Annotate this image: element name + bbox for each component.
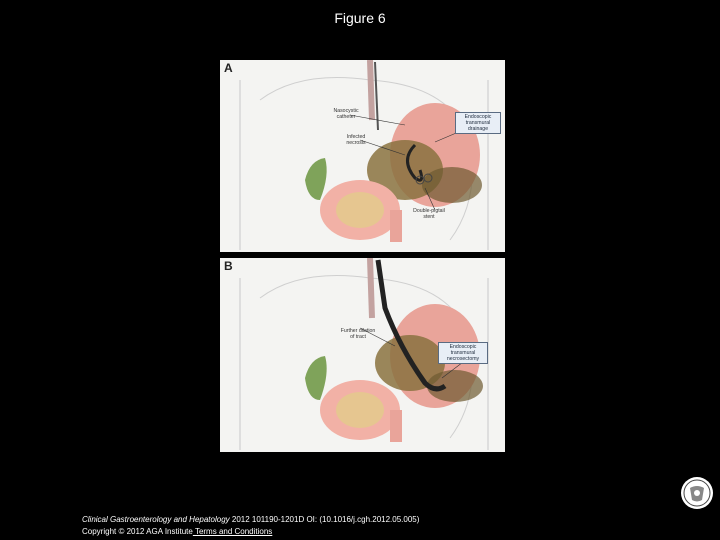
necrosis-right-b [427, 370, 483, 402]
intestine [390, 210, 402, 242]
pigtail-2 [423, 173, 433, 183]
esophagus-b [367, 258, 375, 319]
callout-stent: Double-pigtail stent [413, 208, 445, 220]
panel-b-label: B [224, 259, 233, 273]
terms-link[interactable]: Terms and Conditions [192, 527, 273, 536]
citation-journal: Clinical Gastroenterology and Hepatology [82, 515, 230, 524]
gallbladder-b [305, 356, 327, 400]
panel-b: B Further dilation of tract Endoscopic t… [220, 258, 505, 452]
pancreas-head [336, 192, 384, 228]
body-outline [239, 80, 489, 250]
endoscope-b [375, 259, 447, 392]
copyright-text: Copyright © 2012 AGA Institute [82, 527, 193, 536]
panel-a-drawing [220, 60, 505, 252]
intestine-b [390, 410, 402, 442]
pancreas-head-b [336, 392, 384, 428]
catheter-coil [406, 143, 424, 182]
callout-nasocystic: Nasocystic catheter [333, 108, 359, 120]
callout-necrosis: Infected necrosis [346, 134, 366, 146]
citation-rest: 2012 101190-1201D OI: (10.1016/j.cgh.201… [229, 515, 420, 524]
citation: Clinical Gastroenterology and Hepatology… [82, 515, 419, 524]
esophagus [367, 60, 375, 121]
body-outline-b [239, 278, 489, 450]
panel-a-label: A [224, 61, 233, 75]
seal-logo-icon [681, 477, 713, 509]
copyright: Copyright © 2012 AGA Institute Terms and… [82, 527, 272, 536]
callout-lines [349, 114, 476, 211]
panel-a: A Nasocystic catheter Infected necrosis … [220, 60, 505, 252]
figure-title: Figure 6 [334, 10, 386, 26]
figure-illustration: A Nasocystic catheter Infected necrosis … [220, 60, 505, 452]
callout-dilation: Further dilation of tract [340, 328, 376, 340]
callout-necrosectomy: Endoscopic transmural necrosectomy [438, 342, 488, 364]
callout-drainage: Endoscopic transmural drainage [455, 112, 501, 134]
necrosis-right [422, 167, 482, 203]
endoscope [374, 61, 379, 131]
gallbladder [305, 158, 327, 200]
